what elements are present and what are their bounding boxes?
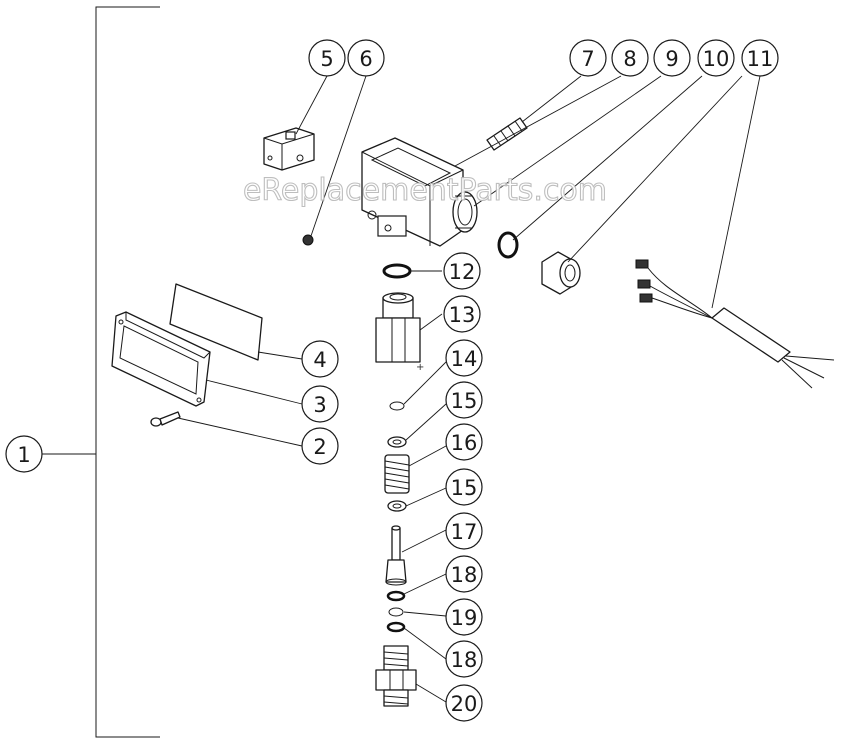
callout-label: 5 [320, 47, 333, 71]
callout-label: 20 [451, 692, 478, 716]
callout-label: 4 [313, 348, 326, 372]
callout-label: 7 [581, 47, 594, 71]
callout-label: 19 [451, 606, 478, 630]
callout-6: 6 [347, 39, 385, 77]
callout-label: 17 [451, 520, 478, 544]
part-18-seal-lower [386, 621, 406, 633]
part-19-o-ring [388, 607, 404, 617]
svg-text:+: + [416, 362, 424, 373]
callout-12: 12 [443, 252, 481, 290]
callout-label: 10 [703, 47, 730, 71]
callout-9: 9 [653, 39, 691, 77]
callout-17: 17 [445, 512, 483, 550]
callout-label: 11 [747, 47, 774, 71]
part-4-gasket [169, 283, 263, 361]
part-13-valve-body: + [375, 292, 424, 373]
callout-5: 5 [308, 39, 346, 77]
callout-19: 19 [445, 598, 483, 636]
callout-8: 8 [611, 39, 649, 77]
callout-1: 1 [5, 435, 43, 473]
callout-label: 14 [451, 347, 478, 371]
watermark-text: eReplacementParts.com [243, 173, 607, 208]
part-17-plunger [385, 525, 407, 586]
part-12-o-ring [382, 263, 412, 279]
callout-label: 9 [665, 47, 678, 71]
callout-label: 15 [451, 389, 478, 413]
part-3-cover [111, 311, 211, 407]
callout-label: 16 [451, 431, 478, 455]
callout-label: 18 [451, 648, 478, 672]
callout-4: 4 [301, 340, 339, 378]
callout-11: 11 [741, 39, 779, 77]
callout-label: 8 [623, 47, 636, 71]
callout-13: 13 [443, 295, 481, 333]
callout-16: 16 [445, 423, 483, 461]
part-14-o-ring [389, 401, 405, 411]
callout-10: 10 [697, 39, 735, 77]
part-10-nut [541, 251, 581, 295]
callout-18-upper: 18 [445, 555, 483, 593]
part-6-screw [302, 234, 314, 246]
callout-14: 14 [445, 339, 483, 377]
part-5-block [263, 127, 315, 171]
leader-lines [177, 75, 761, 703]
part-8-housing [361, 137, 478, 247]
callout-label: 13 [449, 303, 476, 327]
callout-label: 3 [313, 393, 326, 417]
callout-label: 1 [17, 443, 30, 467]
part-11-cable [635, 259, 835, 389]
part-16-spring [384, 454, 410, 494]
callout-18-lower: 18 [445, 640, 483, 678]
callout-label: 15 [451, 476, 478, 500]
callout-20: 20 [445, 684, 483, 722]
callout-3: 3 [301, 385, 339, 423]
assembly-bracket [42, 6, 160, 738]
callout-2: 2 [301, 427, 339, 465]
part-2-screw [150, 411, 181, 427]
callout-label: 2 [313, 435, 326, 459]
callout-label: 12 [449, 260, 476, 284]
part-7-rod [486, 117, 528, 151]
part-18-seal-upper [386, 590, 406, 602]
part-15-washer-lower [387, 500, 407, 512]
callout-15-upper: 15 [445, 381, 483, 419]
callout-label: 18 [451, 563, 478, 587]
callout-15-lower: 15 [445, 468, 483, 506]
callout-7: 7 [569, 39, 607, 77]
part-20-fitting [375, 645, 417, 707]
callout-label: 6 [359, 47, 372, 71]
part-15-washer-upper [387, 436, 407, 448]
part-9-o-ring [497, 231, 519, 259]
